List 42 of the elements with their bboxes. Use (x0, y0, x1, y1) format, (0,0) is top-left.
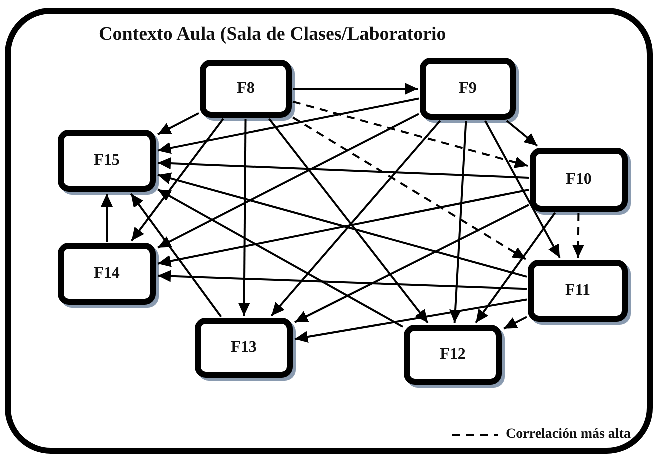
factor-box (195, 318, 293, 378)
dashed-arrow (292, 116, 527, 260)
factor-label: F9 (459, 80, 477, 98)
arrow (506, 120, 538, 147)
arrow (450, 120, 468, 324)
dashed-arrow (572, 212, 584, 258)
factor-label: F11 (566, 282, 590, 300)
arrow (294, 204, 530, 324)
factor-box (530, 148, 628, 212)
factor-box (528, 260, 628, 322)
arrow (158, 98, 420, 154)
arrow (158, 188, 404, 328)
arrow (504, 316, 528, 330)
arrow (158, 270, 528, 290)
factor-label: F13 (231, 339, 257, 357)
factor-box (404, 325, 502, 385)
legend-label: Correlación más alta (506, 427, 631, 443)
arrow (294, 298, 528, 344)
arrow (131, 118, 224, 242)
arrow (158, 158, 530, 179)
dashed-arrow (292, 100, 528, 168)
factor-label: F12 (440, 346, 466, 364)
factor-label: F10 (566, 171, 592, 189)
arrow (158, 112, 200, 136)
factor-box (58, 243, 156, 305)
arrow (158, 188, 530, 268)
factor-label: F14 (94, 265, 120, 283)
arrow (158, 113, 420, 249)
factor-box (200, 60, 292, 118)
frame-title: Contexto Aula (Sala de Clases/Laboratorio (99, 24, 446, 46)
arrow (101, 194, 113, 242)
context-frame (5, 8, 653, 454)
factor-box (58, 130, 156, 192)
factor-label: F15 (94, 152, 120, 170)
arrow (484, 120, 561, 258)
arrow (238, 119, 250, 316)
factor-box (420, 58, 516, 120)
arrow (293, 83, 418, 95)
arrow (475, 212, 556, 324)
arrow (130, 193, 222, 318)
factor-label: F8 (237, 80, 255, 98)
arrow (158, 172, 528, 278)
